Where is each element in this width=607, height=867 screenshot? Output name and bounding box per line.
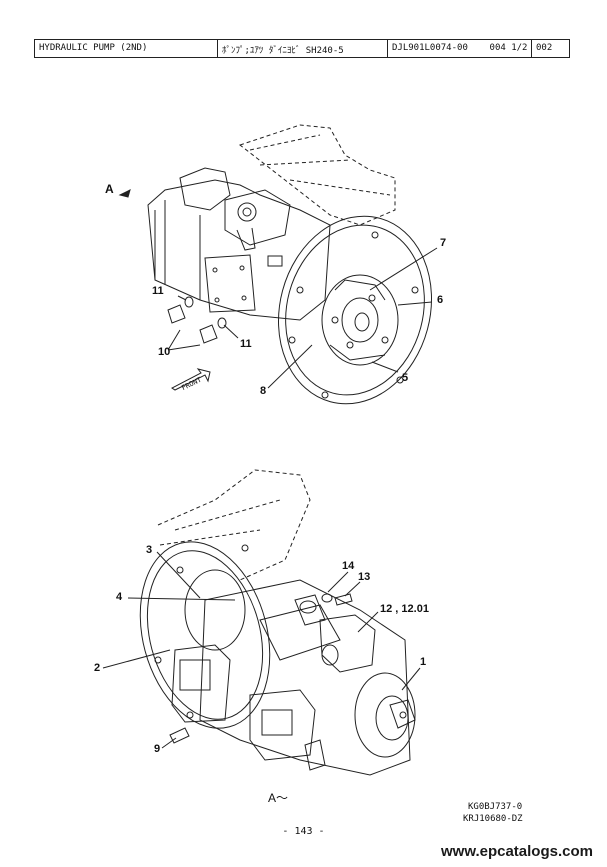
callout-2: 2 — [94, 662, 101, 674]
callout-7: 7 — [440, 237, 447, 249]
callout-12: 12 , 12.01 — [380, 603, 429, 615]
callout-4: 4 — [116, 591, 123, 603]
callout-8: 8 — [260, 385, 267, 397]
callout-1: 1 — [420, 656, 427, 668]
drawing-code-2: KRJ10680-DZ — [463, 814, 523, 824]
callout-6: 6 — [437, 294, 444, 306]
top-pump-assembly — [118, 124, 438, 405]
view-a-reference: A～ — [268, 791, 289, 805]
page-number: - 143 - — [282, 826, 325, 837]
callout-11-lower: 11 — [240, 338, 252, 350]
callout-11-upper: 11 — [152, 285, 164, 297]
page-code: 002 — [536, 43, 553, 53]
callout-13: 13 — [358, 571, 371, 583]
bottom-pump-assembly — [102, 469, 421, 776]
document-code: DJL901L0074-00 004 1/2 — [388, 40, 532, 57]
part-title-japanese: ﾎﾟﾝﾌﾟ;ﾕｱﾂ ﾀﾞｲﾆﾖﾋﾞ SH240-5 — [218, 40, 388, 57]
part-title: HYDRAULIC PUMP (2ND) — [35, 40, 218, 57]
callout-3: 3 — [146, 544, 153, 556]
title-block: HYDRAULIC PUMP (2ND) ﾎﾟﾝﾌﾟ;ﾕｱﾂ ﾀﾞｲﾆﾖﾋﾞ S… — [34, 39, 570, 58]
view-a-label: A — [105, 182, 114, 196]
callout-9: 9 — [154, 743, 161, 755]
callout-5: 5 — [402, 372, 409, 384]
drawing-code-1: KG0BJ737-0 — [468, 802, 523, 812]
watermark: www.epcatalogs.com — [441, 843, 593, 860]
callout-14: 14 — [342, 560, 355, 572]
callout-10: 10 — [158, 346, 171, 358]
